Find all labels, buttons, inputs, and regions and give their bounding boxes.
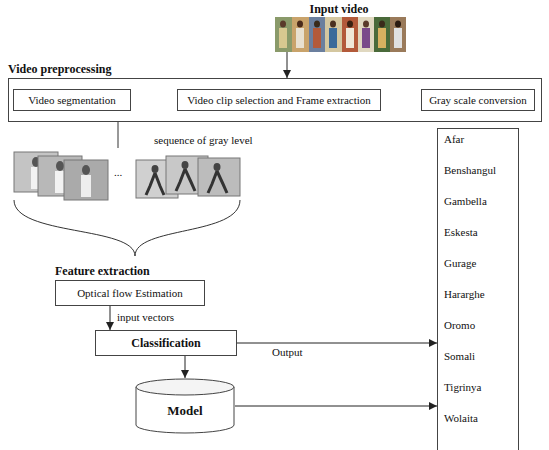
node-label: Model — [167, 404, 202, 418]
process-box: Classification — [95, 330, 237, 356]
class-name: Afar — [444, 132, 518, 163]
process-box: Video clip selection and Frame extractio… — [177, 89, 381, 111]
brace — [14, 200, 240, 256]
class-name: Gambella — [444, 194, 518, 225]
node-label: Video clip selection and Frame extractio… — [187, 93, 371, 107]
node-label: Video segmentation — [28, 93, 116, 107]
model-cylinder: Model — [135, 378, 235, 434]
class-name: Gurage — [444, 256, 518, 287]
node-label: Optical flow Estimation — [77, 286, 183, 300]
class-name: Somali — [444, 349, 518, 380]
class-name: Hararghe — [444, 287, 518, 318]
class-name: Tigrinya — [444, 380, 518, 411]
edge-label: Output — [270, 346, 305, 359]
connector — [185, 356, 186, 378]
annotation-label: ... — [112, 166, 124, 179]
class-name: Eskesta — [444, 225, 518, 256]
edge-label: input vectors — [115, 311, 176, 324]
connector — [287, 52, 288, 78]
input-video: Input video — [272, 2, 406, 52]
class-list: AfarBenshangulGambellaEskestaGurageHarar… — [437, 128, 519, 450]
connector — [237, 343, 437, 344]
video-thumbnails — [275, 17, 406, 52]
group-heading: Feature extraction — [55, 264, 150, 279]
node-label: Gray scale conversion — [429, 93, 527, 107]
node-label: Classification — [131, 336, 200, 350]
connector — [235, 406, 437, 407]
node-label: Input video — [309, 2, 368, 16]
class-name: Oromo — [444, 318, 518, 349]
group-heading: Video preprocessing — [8, 62, 111, 77]
connector — [110, 306, 111, 330]
annotation-label: sequence of gray level — [152, 134, 255, 147]
class-name: Benshangul — [444, 163, 518, 194]
process-box: Video segmentation — [13, 89, 131, 111]
class-name: Wolaita — [444, 411, 518, 442]
process-box: Gray scale conversion — [421, 89, 535, 111]
gray-frames — [14, 152, 240, 200]
preprocessing-group: Video preprocessingVideo segmentationVid… — [8, 78, 542, 122]
process-box: Feature extractionOptical flow Estimatio… — [55, 280, 205, 306]
